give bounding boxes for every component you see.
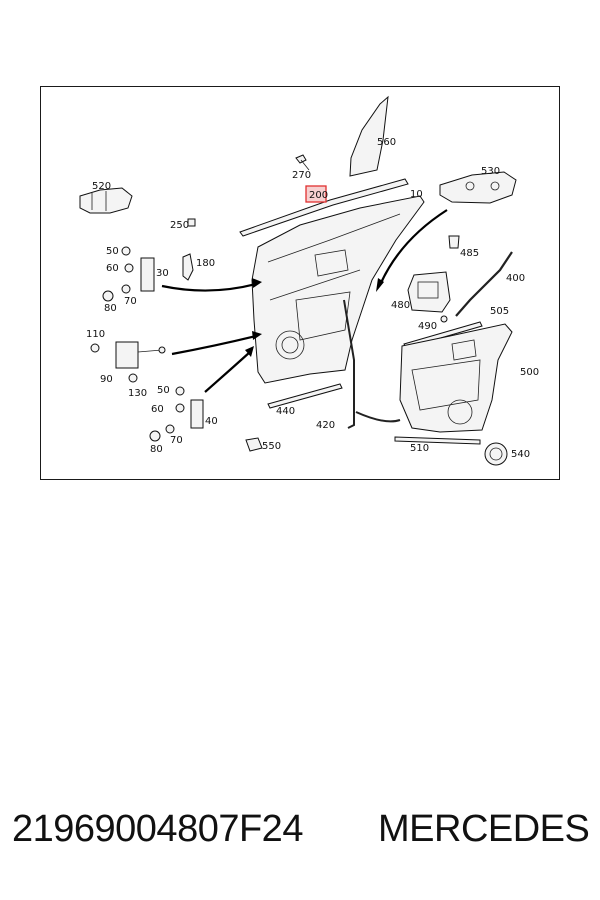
part-110-washer[interactable] (90, 343, 100, 353)
part-10-door-shell[interactable] (251, 195, 425, 384)
arrow-upper-hinge (161, 282, 257, 292)
callout-490[interactable]: 490 (418, 321, 437, 332)
arrow-door-check (171, 334, 257, 356)
callout-420[interactable]: 420 (316, 420, 335, 431)
callout-530[interactable]: 530 (481, 166, 500, 177)
callout-520[interactable]: 520 (92, 181, 111, 192)
callout-60-upper[interactable]: 60 (106, 263, 119, 274)
part-440-lower-seal[interactable] (267, 383, 343, 409)
highlight-box-200 (305, 185, 327, 203)
callout-400[interactable]: 400 (506, 273, 525, 284)
arrow-lower-hinge (204, 351, 251, 393)
part-420-channel[interactable] (343, 299, 355, 429)
part-70-screw-lower[interactable] (165, 424, 175, 434)
callout-480[interactable]: 480 (391, 300, 410, 311)
part-480-lock[interactable] (407, 271, 451, 313)
callout-540[interactable]: 540 (511, 449, 530, 460)
callout-30[interactable]: 30 (156, 268, 169, 279)
part-60-bolt-lower[interactable] (175, 403, 185, 413)
part-number: 21969004807F24 (12, 808, 303, 850)
callout-110[interactable]: 110 (86, 329, 105, 340)
callout-500[interactable]: 500 (520, 367, 539, 378)
part-80-nut-upper[interactable] (102, 290, 114, 302)
callout-60-lower[interactable]: 60 (151, 404, 164, 415)
callout-250[interactable]: 250 (170, 220, 189, 231)
callout-270[interactable]: 270 (292, 170, 311, 181)
part-530-bracket[interactable] (439, 171, 517, 204)
part-540-cap[interactable] (484, 442, 508, 466)
part-30-hinge-upper[interactable] (140, 257, 155, 292)
callout-550[interactable]: 550 (262, 441, 281, 452)
part-400-rod[interactable] (455, 251, 513, 317)
callout-505[interactable]: 505 (490, 306, 509, 317)
callout-130[interactable]: 130 (128, 388, 147, 399)
part-60-bolt-upper[interactable] (124, 263, 134, 273)
callout-560[interactable]: 560 (377, 137, 396, 148)
part-180-bracket[interactable] (182, 253, 194, 281)
callout-80-lower[interactable]: 80 (150, 444, 163, 455)
part-80-nut-lower[interactable] (149, 430, 161, 442)
arrow-10-to-500 (378, 209, 448, 286)
part-200-window-strip[interactable] (239, 178, 409, 237)
callout-510[interactable]: 510 (410, 443, 429, 454)
callout-440[interactable]: 440 (276, 406, 295, 417)
part-270-pin[interactable] (295, 154, 307, 164)
callout-200[interactable]: 200 (309, 190, 328, 201)
callout-485[interactable]: 485 (460, 248, 479, 259)
part-90-door-check[interactable] (115, 341, 139, 369)
callout-50-lower[interactable]: 50 (157, 385, 170, 396)
part-485-clip[interactable] (448, 235, 460, 249)
part-490-screw[interactable] (440, 315, 448, 323)
part-40-hinge-lower[interactable] (190, 399, 204, 429)
footer: 21969004807F24 MERCEDES (0, 808, 600, 858)
callout-10[interactable]: 10 (410, 189, 423, 200)
part-550-grommet[interactable] (245, 437, 263, 452)
callout-80-upper[interactable]: 80 (104, 303, 117, 314)
part-50-bolt-lower[interactable] (175, 386, 185, 396)
part-130-bolt[interactable] (128, 373, 138, 383)
part-250-clip[interactable] (187, 218, 196, 227)
part-70-screw-upper[interactable] (121, 284, 131, 294)
callout-70-lower[interactable]: 70 (170, 435, 183, 446)
callout-50-upper[interactable]: 50 (106, 246, 119, 257)
callout-70-upper[interactable]: 70 (124, 296, 137, 307)
callout-180[interactable]: 180 (196, 258, 215, 269)
callout-90[interactable]: 90 (100, 374, 113, 385)
part-50-bolt-upper[interactable] (121, 246, 131, 256)
part-500-door-panel[interactable] (399, 323, 513, 433)
callout-40[interactable]: 40 (205, 416, 218, 427)
part-510-rail[interactable] (394, 436, 481, 445)
brand-name: MERCEDES (378, 808, 590, 850)
part-560-window-trim[interactable] (349, 95, 389, 177)
